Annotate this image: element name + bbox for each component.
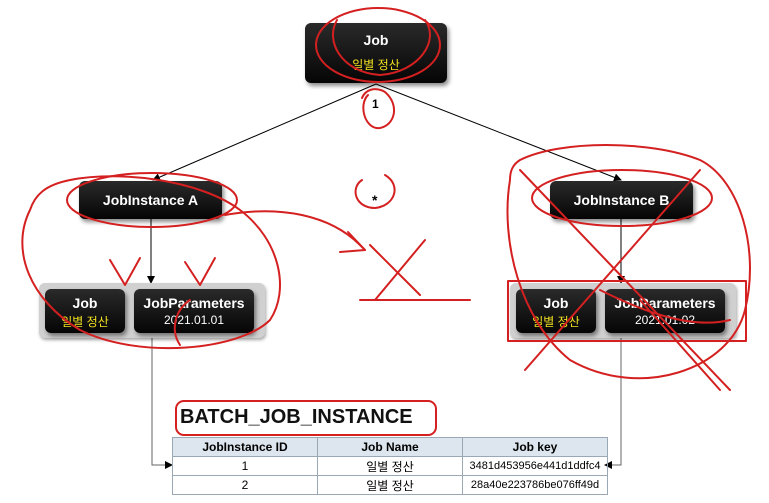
cross-b-1 xyxy=(519,169,731,391)
edge-job-to-instance-a xyxy=(152,83,377,181)
job-top-title: Job xyxy=(363,32,389,48)
batch-job-instance-table: JobInstance ID Job Name Job key 1 일별 정산 … xyxy=(172,437,608,495)
instance-b-box: JobInstance B xyxy=(550,181,693,219)
check-mark-a1 xyxy=(109,257,141,286)
instance-a-box: JobInstance A xyxy=(79,181,222,219)
arrow-head xyxy=(339,231,366,253)
multiplicity-one: 1 xyxy=(372,97,379,111)
multiplicity-many: * xyxy=(372,192,378,208)
circle-many xyxy=(354,174,396,209)
header-job-key: Job key xyxy=(462,437,608,457)
instance-b-job-title: Job xyxy=(543,295,569,311)
cell-job-name: 일별 정산 xyxy=(317,475,463,495)
circle-instance-a xyxy=(66,172,238,228)
edge-params-a-to-row1 xyxy=(151,334,173,469)
instance-b-params-box: JobParameters 2021.01.02 xyxy=(605,289,725,333)
instance-a-params-title: JobParameters xyxy=(143,295,245,311)
cross-b-2 xyxy=(524,169,701,371)
circle-instance-a-large xyxy=(21,175,281,350)
circle-instance-b xyxy=(531,169,713,227)
table-title: BATCH_JOB_INSTANCE xyxy=(180,406,413,428)
instance-b-job-box: Job 일별 정산 xyxy=(516,289,596,333)
circle-job-inner xyxy=(332,19,431,76)
instance-b-params-value: 2021.01.02 xyxy=(634,313,696,327)
box-table-title xyxy=(175,400,437,436)
circle-job-top xyxy=(315,7,441,83)
x-cross-1 xyxy=(369,244,421,296)
check-mark-a2 xyxy=(184,257,216,286)
scribble-params-a xyxy=(173,299,191,346)
strike-params-b-2 xyxy=(639,299,721,391)
table-row: 2 일별 정산 28a40e223786be076ff49d xyxy=(172,475,608,495)
instance-a-params-box: JobParameters 2021.01.01 xyxy=(134,289,254,333)
table-header-row: JobInstance ID Job Name Job key xyxy=(172,437,608,457)
x-cross-2 xyxy=(374,239,426,301)
table-row: 1 일별 정산 3481d453956e441d1ddfc4 xyxy=(172,456,608,476)
instance-a-job-title: Job xyxy=(72,295,98,311)
job-top-subtitle: 일별 정산 xyxy=(352,58,400,72)
cell-job-name: 일별 정산 xyxy=(317,456,463,476)
instance-b-title: JobInstance B xyxy=(573,192,670,208)
circle-one xyxy=(361,88,395,130)
strike-params-b xyxy=(599,289,731,324)
header-jobinstance-id: JobInstance ID xyxy=(172,437,318,457)
instance-b-job-subtitle: 일별 정산 xyxy=(532,315,580,329)
instance-a-title: JobInstance A xyxy=(102,192,199,208)
circle-instance-b-large xyxy=(506,144,751,380)
edge-job-to-instance-b xyxy=(375,83,622,182)
cell-job-key: 28a40e223786be076ff49d xyxy=(462,475,608,495)
instance-a-params-value: 2021.01.01 xyxy=(163,313,225,327)
arrow-to-x xyxy=(224,210,366,251)
